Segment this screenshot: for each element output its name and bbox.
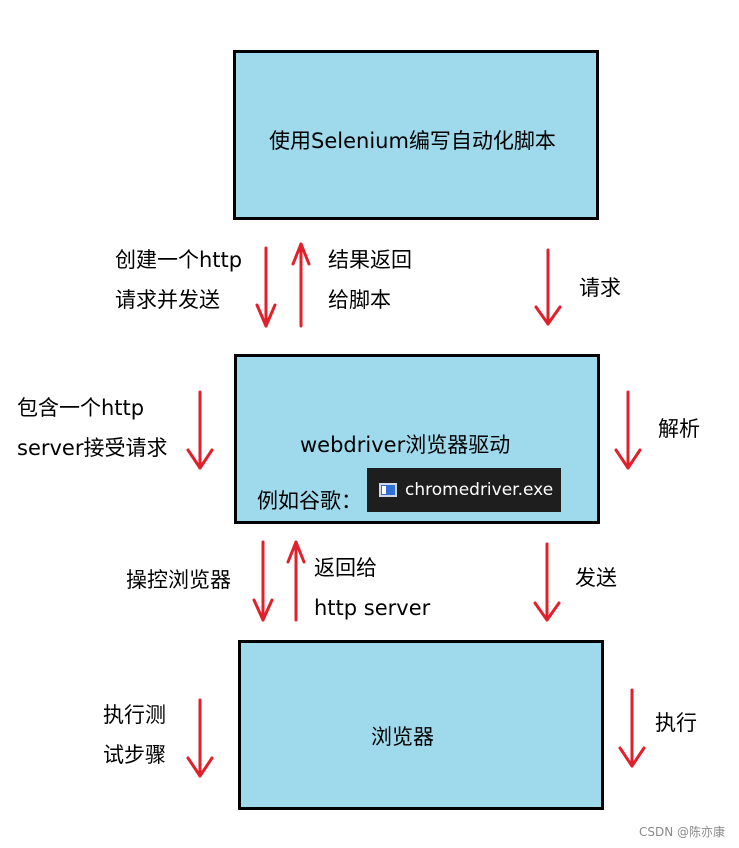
arrow-down-create-request xyxy=(255,246,277,328)
arrow-down-execute xyxy=(618,688,646,768)
webdriver-text: webdriver浏览器驱动 xyxy=(300,433,511,457)
label-return-to-server: 返回给 http server xyxy=(314,556,431,620)
arrow-up-result-return xyxy=(291,242,311,328)
selenium-script-box: 使用Selenium编写自动化脚本 xyxy=(233,50,599,220)
selenium-script-text: 使用Selenium编写自动化脚本 xyxy=(269,129,556,153)
browser-box: 浏览器 xyxy=(238,640,604,810)
label-contains-server: 包含一个http server接受请求 xyxy=(17,396,168,460)
watermark: CSDN @陈亦康 xyxy=(638,825,725,839)
label-control-browser: 操控浏览器 xyxy=(126,568,231,592)
label-parse: 解析 xyxy=(658,417,700,441)
browser-text: 浏览器 xyxy=(371,725,434,749)
chromedriver-exe-text: chromedriver.exe xyxy=(405,480,554,500)
arrow-down-parse xyxy=(614,390,642,470)
arrow-down-server-accept xyxy=(186,390,214,470)
label-send: 发送 xyxy=(575,566,617,590)
arrow-up-return-to-server xyxy=(286,540,306,622)
label-create-request: 创建一个http 请求并发送 xyxy=(115,248,243,312)
arrow-down-execute-steps xyxy=(186,698,214,778)
example-label: 例如谷歌： xyxy=(257,489,362,513)
label-execute: 执行 xyxy=(655,711,697,735)
label-request: 请求 xyxy=(579,276,621,300)
arrow-down-send xyxy=(533,542,561,622)
chromedriver-exe-badge: chromedriver.exe xyxy=(367,468,561,512)
arrow-down-control-browser xyxy=(252,540,274,622)
arrow-down-request xyxy=(534,248,562,326)
window-icon xyxy=(379,483,397,497)
label-execute-steps: 执行测 试步骤 xyxy=(103,703,166,767)
label-result-return: 结果返回 给脚本 xyxy=(328,248,412,312)
